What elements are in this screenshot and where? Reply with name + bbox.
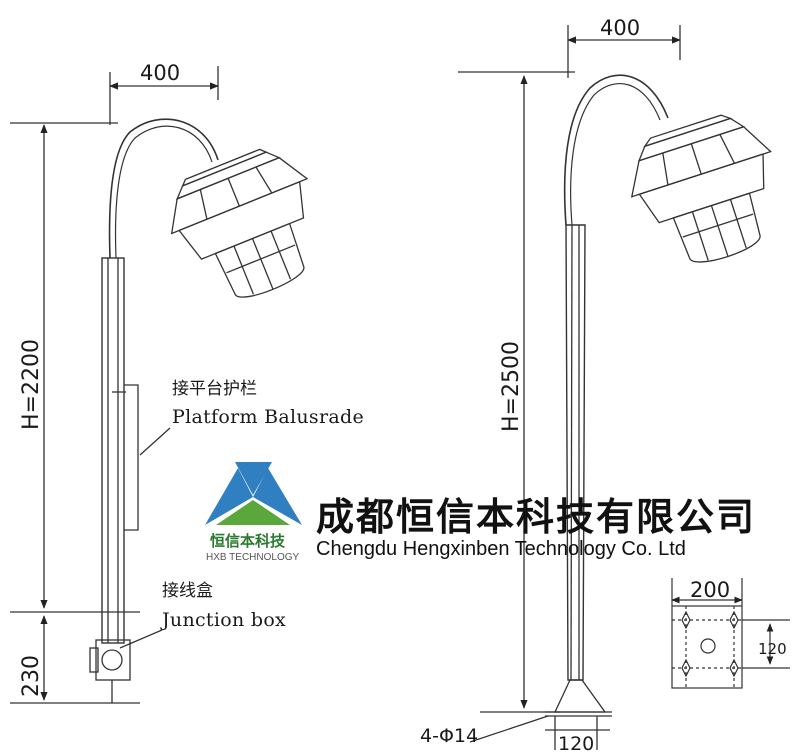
bolt-spec-label: 4-Φ14 [420, 725, 478, 747]
hole-spacing-label: 120 [758, 640, 787, 658]
left-height-label: H=2200 [19, 339, 44, 430]
right-height-label: H=2500 [499, 341, 524, 432]
logo-right-shape [253, 468, 302, 525]
logo-name-en: HXB TECHNOLOGY [206, 552, 299, 563]
logo-name-cn: 恒信本科技 [210, 532, 286, 550]
left-base-height-label: 230 [19, 655, 44, 697]
logo-top-triangle [235, 462, 272, 495]
right-lamp [458, 25, 772, 750]
junction-label-en: Junction box [160, 609, 286, 631]
right-arm-dimension [567, 25, 681, 78]
logo-left-shape [205, 468, 253, 525]
company-logo [205, 462, 302, 525]
base-plate-detail [671, 578, 790, 689]
logo-bottom-triangle [216, 500, 290, 525]
left-arm-width-label: 400 [140, 61, 180, 85]
left-arm-dimension [109, 66, 219, 125]
company-name-cn: 成都恒信本科技有限公司 [316, 495, 756, 539]
platform-label-en: Platform Balusrade [172, 406, 364, 428]
left-lamp [10, 66, 309, 704]
left-height-dimension [10, 122, 140, 704]
base-width-label: 120 [558, 733, 594, 755]
junction-label-cn: 接线盒 [162, 581, 213, 601]
platform-label-cn: 接平台护栏 [172, 379, 257, 399]
company-name-en: Chengdu Hengxinben Technology Co. Ltd [316, 538, 686, 560]
base-plate-width-label: 200 [690, 578, 730, 602]
right-arm-width-label: 400 [600, 16, 640, 40]
